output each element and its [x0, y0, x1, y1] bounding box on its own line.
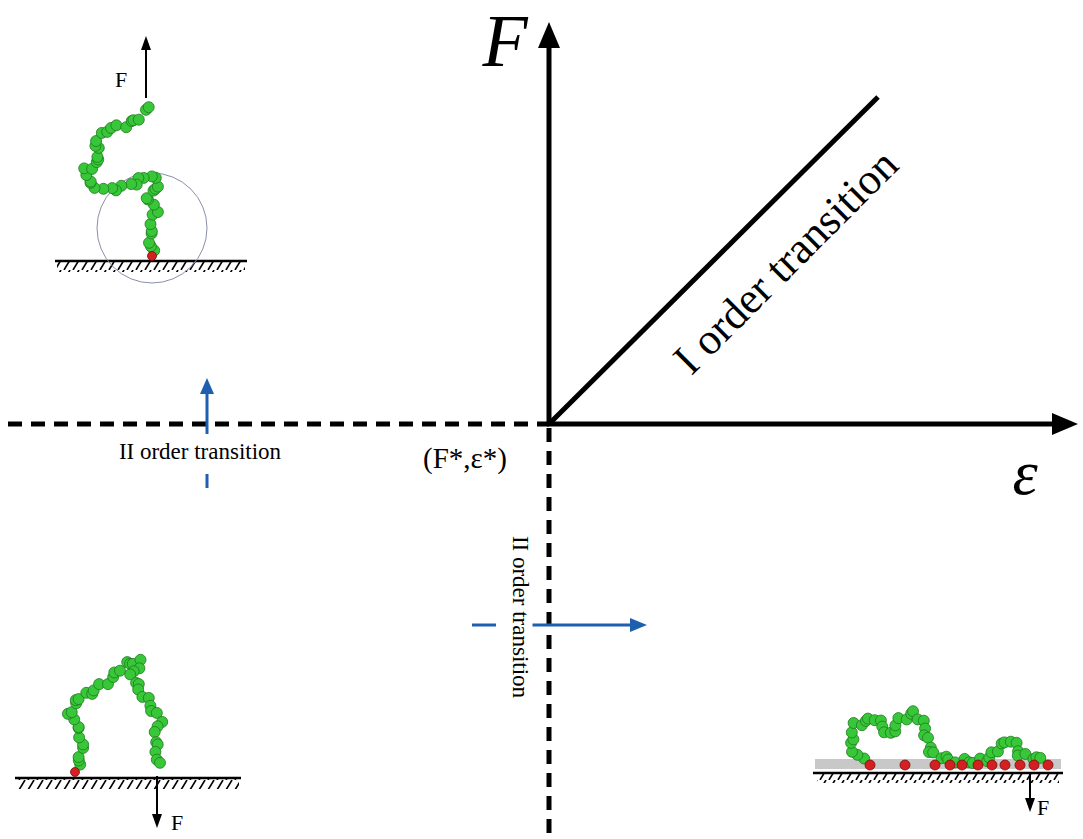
force-arrow [145, 46, 147, 98]
bead [126, 179, 137, 190]
bead [865, 760, 875, 770]
epsilon-axis [547, 422, 1060, 427]
bead [900, 760, 910, 770]
force-arrowhead [141, 36, 151, 50]
bead [111, 120, 122, 131]
bead [945, 760, 955, 770]
surface [15, 777, 241, 780]
surface-hatching [817, 773, 1059, 783]
surface-hatching [17, 778, 239, 789]
force-label: F [168, 811, 186, 835]
bead [987, 760, 997, 770]
bead [1000, 760, 1010, 770]
f-axis [547, 40, 552, 424]
force-label: F [1034, 796, 1052, 820]
surface-hatching [57, 261, 245, 272]
bead [143, 102, 154, 113]
polymer-chains [62, 102, 1053, 777]
adsorption-circle [97, 173, 207, 283]
bead [973, 760, 983, 770]
critical-point-label: (F*,ε*) [420, 443, 510, 474]
force-arrowhead [1025, 798, 1035, 812]
bead [1043, 760, 1053, 770]
bead [1029, 760, 1039, 770]
bead [923, 732, 934, 743]
axis-arrowhead [538, 22, 560, 48]
bead [148, 252, 157, 261]
second-order-line [547, 428, 552, 839]
first-order-line [549, 97, 878, 424]
bead [930, 760, 940, 770]
bead [957, 760, 967, 770]
transition-label: I order transition [663, 139, 909, 385]
bead [149, 727, 160, 738]
bead [145, 219, 156, 230]
axis-arrowhead [1052, 413, 1078, 435]
bead [155, 757, 166, 768]
transition-label: II order transition [116, 439, 284, 464]
axis-label: ε [1009, 440, 1040, 506]
force-label: F [112, 68, 130, 92]
bead [1015, 760, 1025, 770]
force-arrowhead [152, 814, 162, 828]
axis-label: F [479, 3, 530, 79]
blue-arrowhead [630, 618, 647, 632]
transition-label: II order transition [508, 533, 533, 701]
surface [813, 772, 1063, 775]
force-arrow [156, 776, 158, 818]
second-order-line [8, 422, 549, 427]
bead [71, 768, 80, 777]
blue-arrowhead [200, 378, 214, 394]
bead [133, 114, 144, 125]
blue-arrow [207, 392, 632, 625]
